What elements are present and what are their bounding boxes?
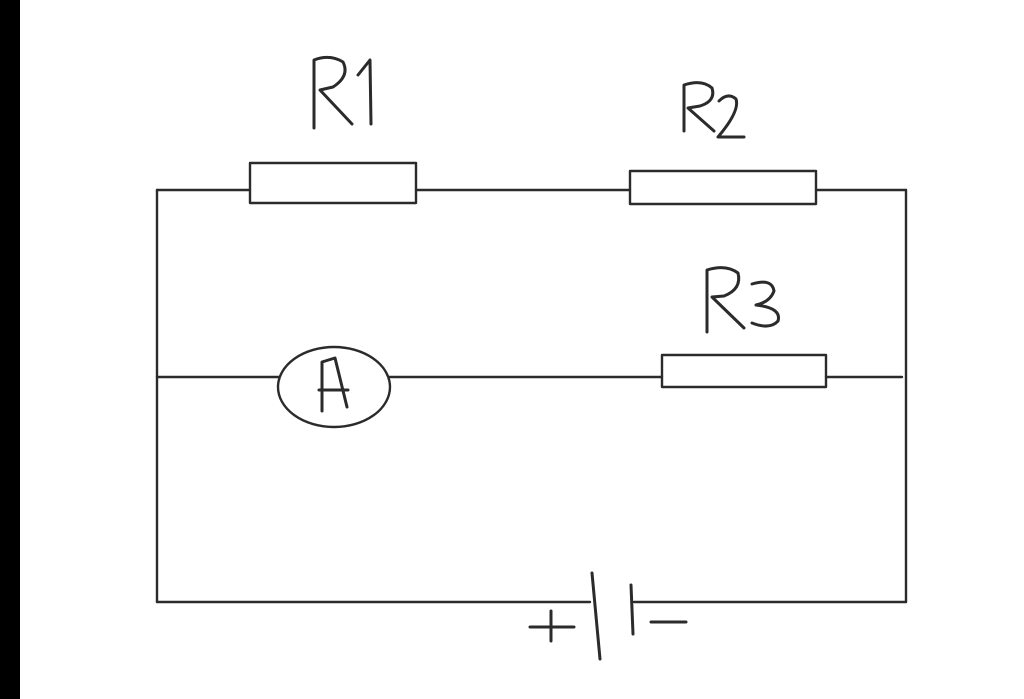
- ammeter-letter-strokes: [317, 356, 350, 413]
- ammeter-icon: [276, 345, 392, 429]
- label-r1-strokes: [312, 55, 373, 130]
- resistor-r3: [660, 353, 828, 389]
- ammeter-circle: [276, 345, 392, 429]
- left-edge-bar: [0, 0, 20, 699]
- battery-long-plate: [590, 571, 602, 661]
- battery-plus-sign: [528, 609, 576, 643]
- label-r3-strokes: [705, 266, 781, 334]
- circuit-wires: [155, 188, 908, 604]
- battery-icon: [528, 571, 688, 661]
- resistor-r2: [628, 169, 818, 206]
- resistor-r1: [248, 161, 418, 205]
- label-r2-strokes: [682, 81, 746, 139]
- battery-short-plate: [629, 583, 635, 636]
